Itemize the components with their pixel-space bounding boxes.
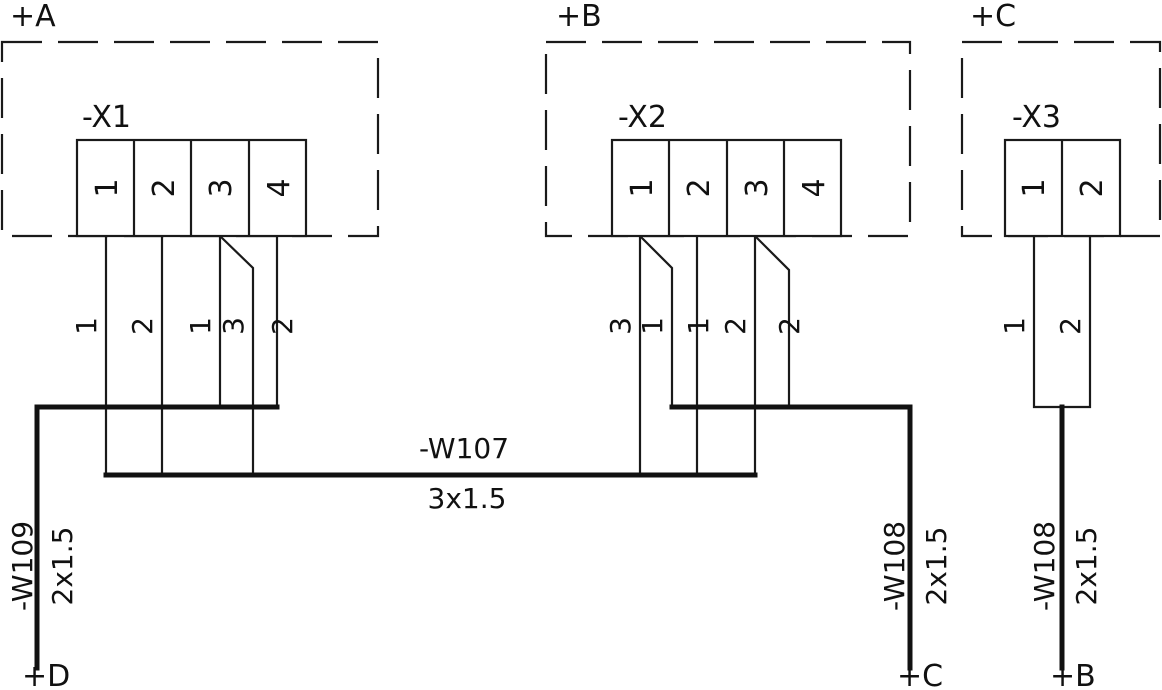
terminal-x2-4: 4 xyxy=(797,178,832,197)
core-label: 3 xyxy=(217,317,250,335)
location-c-label: +C xyxy=(970,0,1016,34)
terminal-x1-1: 1 xyxy=(90,178,125,197)
terminal-x2-2: 2 xyxy=(682,178,717,197)
core-label: 1 xyxy=(682,317,715,335)
cable-w108-c-spec: 2x1.5 xyxy=(920,527,953,606)
terminal-strip-x1: -X1 1 2 3 4 xyxy=(75,100,308,238)
terminal-x1-2: 2 xyxy=(147,178,182,197)
cable-w107-name: -W107 xyxy=(419,432,509,465)
cable-w108-b-name: -W108 xyxy=(1028,521,1061,611)
cable-w108-b-spec: 2x1.5 xyxy=(1070,527,1103,606)
wires-x2 xyxy=(638,235,791,475)
core-label: 1 xyxy=(70,317,103,335)
terminal-x2-3: 3 xyxy=(740,178,775,197)
core-label: 3 xyxy=(604,317,637,335)
location-c: +C xyxy=(960,0,1162,238)
location-a-frame xyxy=(0,40,380,238)
location-b-label: +B xyxy=(556,0,602,34)
terminal-x1-3: 3 xyxy=(204,178,239,197)
cable-w109-destination: +D xyxy=(22,659,70,690)
terminal-x3-2: 2 xyxy=(1075,178,1110,197)
location-b-frame xyxy=(544,40,912,238)
location-b: +B xyxy=(544,0,912,238)
terminal-strip-x3-label: -X3 xyxy=(1012,100,1061,135)
location-a: +A xyxy=(0,0,380,238)
terminal-strip-x3: -X3 1 2 xyxy=(1003,100,1122,238)
core-label: 2 xyxy=(1054,317,1087,335)
core-labels: 1 2 1 3 2 3 1 1 2 2 1 2 xyxy=(70,317,1087,335)
location-c-frame xyxy=(960,40,1162,238)
core-label: 1 xyxy=(998,317,1031,335)
core-label: 1 xyxy=(184,317,217,335)
core-label: 2 xyxy=(773,317,806,335)
core-label: 2 xyxy=(126,317,159,335)
location-a-label: +A xyxy=(10,0,56,34)
cable-w108-c-destination: +C xyxy=(897,659,943,690)
terminal-strip-x2: -X2 1 2 3 4 xyxy=(610,100,843,238)
terminal-strip-x1-label: -X1 xyxy=(82,100,131,135)
core-label: 2 xyxy=(719,317,752,335)
cable-w108-c-name: -W108 xyxy=(878,521,911,611)
cable-w109-name: -W109 xyxy=(6,521,39,611)
core-label: 1 xyxy=(636,317,669,335)
wires-x1 xyxy=(104,235,279,475)
terminal-x1-4: 4 xyxy=(262,178,297,197)
core-label: 2 xyxy=(266,317,299,335)
cable-w109: -W109 2x1.5 +D xyxy=(6,404,280,690)
terminal-x2-1: 1 xyxy=(625,178,660,197)
cable-w107: -W107 3x1.5 xyxy=(103,432,758,515)
cable-w109-spec: 2x1.5 xyxy=(46,527,79,606)
cable-w108-b-destination: +B xyxy=(1050,659,1096,690)
cable-w107-spec: 3x1.5 xyxy=(428,482,507,515)
terminal-x3-1: 1 xyxy=(1017,178,1052,197)
cable-w108-b: -W108 2x1.5 +B xyxy=(1028,404,1103,690)
terminal-strip-x2-label: -X2 xyxy=(618,100,667,135)
cable-w108-c: -W108 2x1.5 +C xyxy=(669,404,953,690)
